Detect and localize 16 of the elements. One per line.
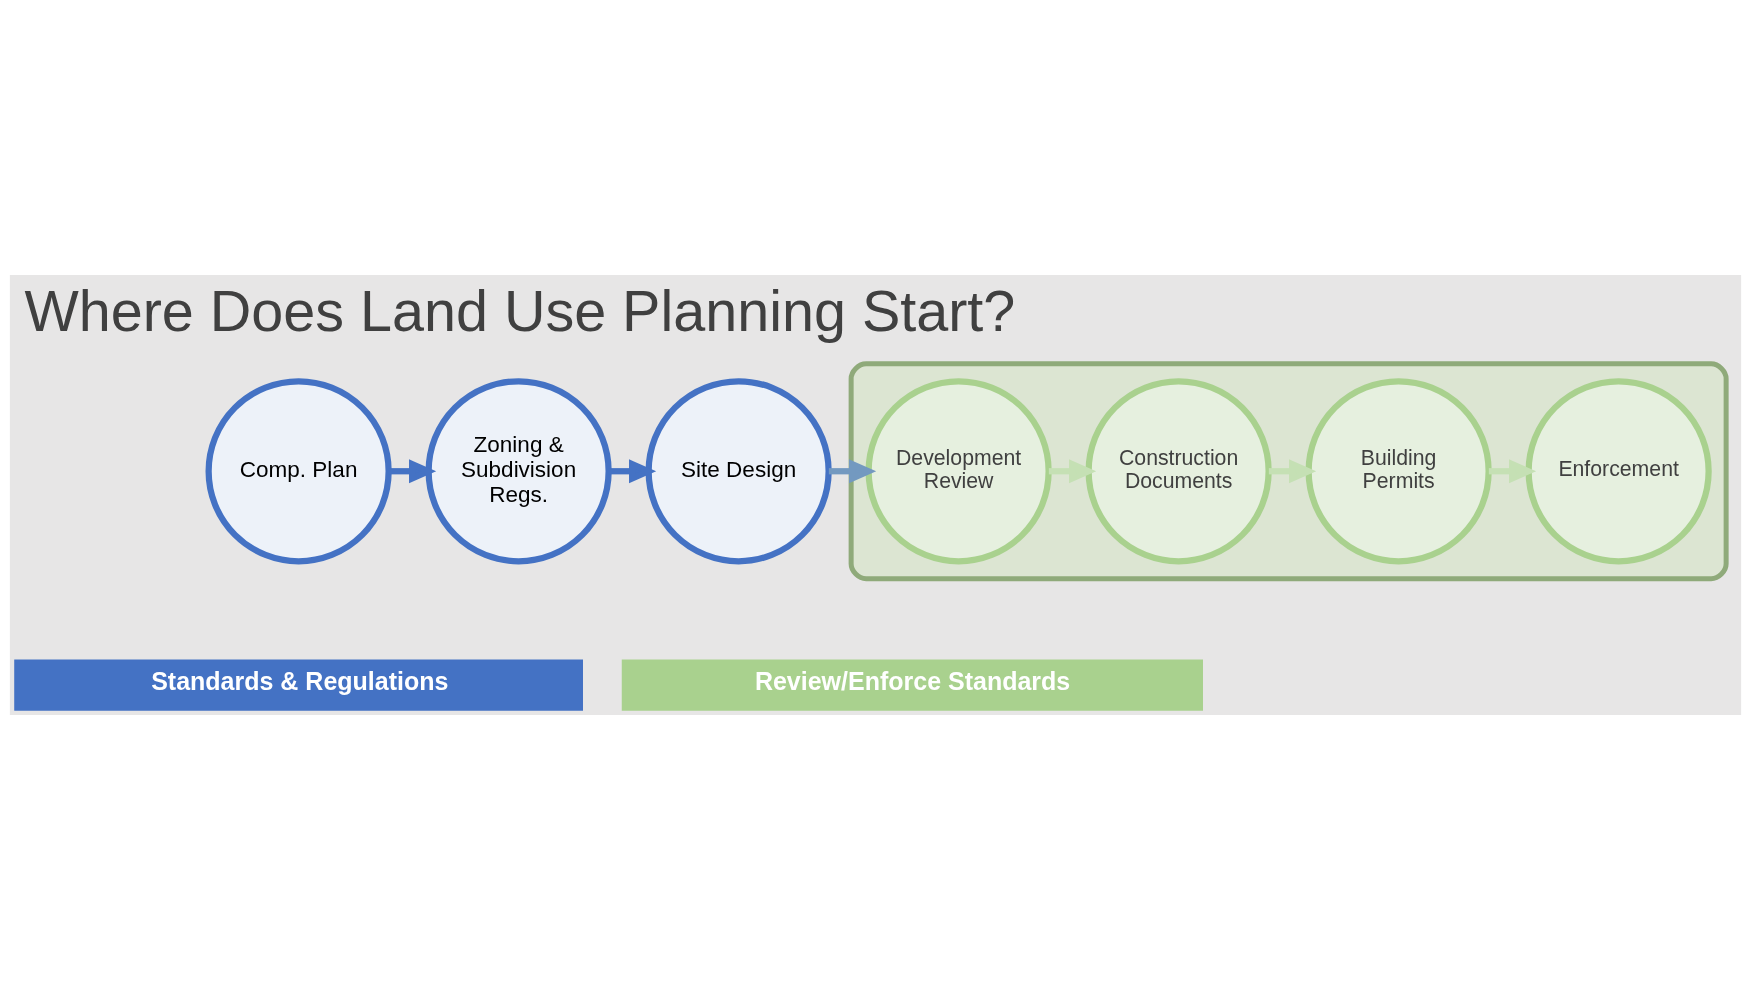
node-box: Standards & Regulations	[14, 659, 583, 711]
node-circle: Zoning & Subdivision Regs.	[425, 378, 612, 565]
node-circle: Site Design	[645, 378, 832, 565]
arrow	[1048, 459, 1097, 484]
arrow	[1268, 459, 1317, 484]
node-circle: Construction Documents	[1085, 378, 1272, 565]
arrow	[388, 459, 437, 484]
node-circle: Enforcement	[1525, 378, 1712, 565]
node-circle: Building Permits	[1305, 378, 1492, 565]
arrow	[828, 459, 877, 484]
node-circle: Comp. Plan	[205, 378, 392, 565]
node-box: Review/Enforce Standards	[621, 659, 1203, 711]
arrow	[1488, 459, 1537, 484]
arrow	[608, 459, 657, 484]
diagram-title: Where Does Land Use Planning Start?	[24, 279, 1016, 343]
node-circle: Development Review	[865, 378, 1052, 565]
